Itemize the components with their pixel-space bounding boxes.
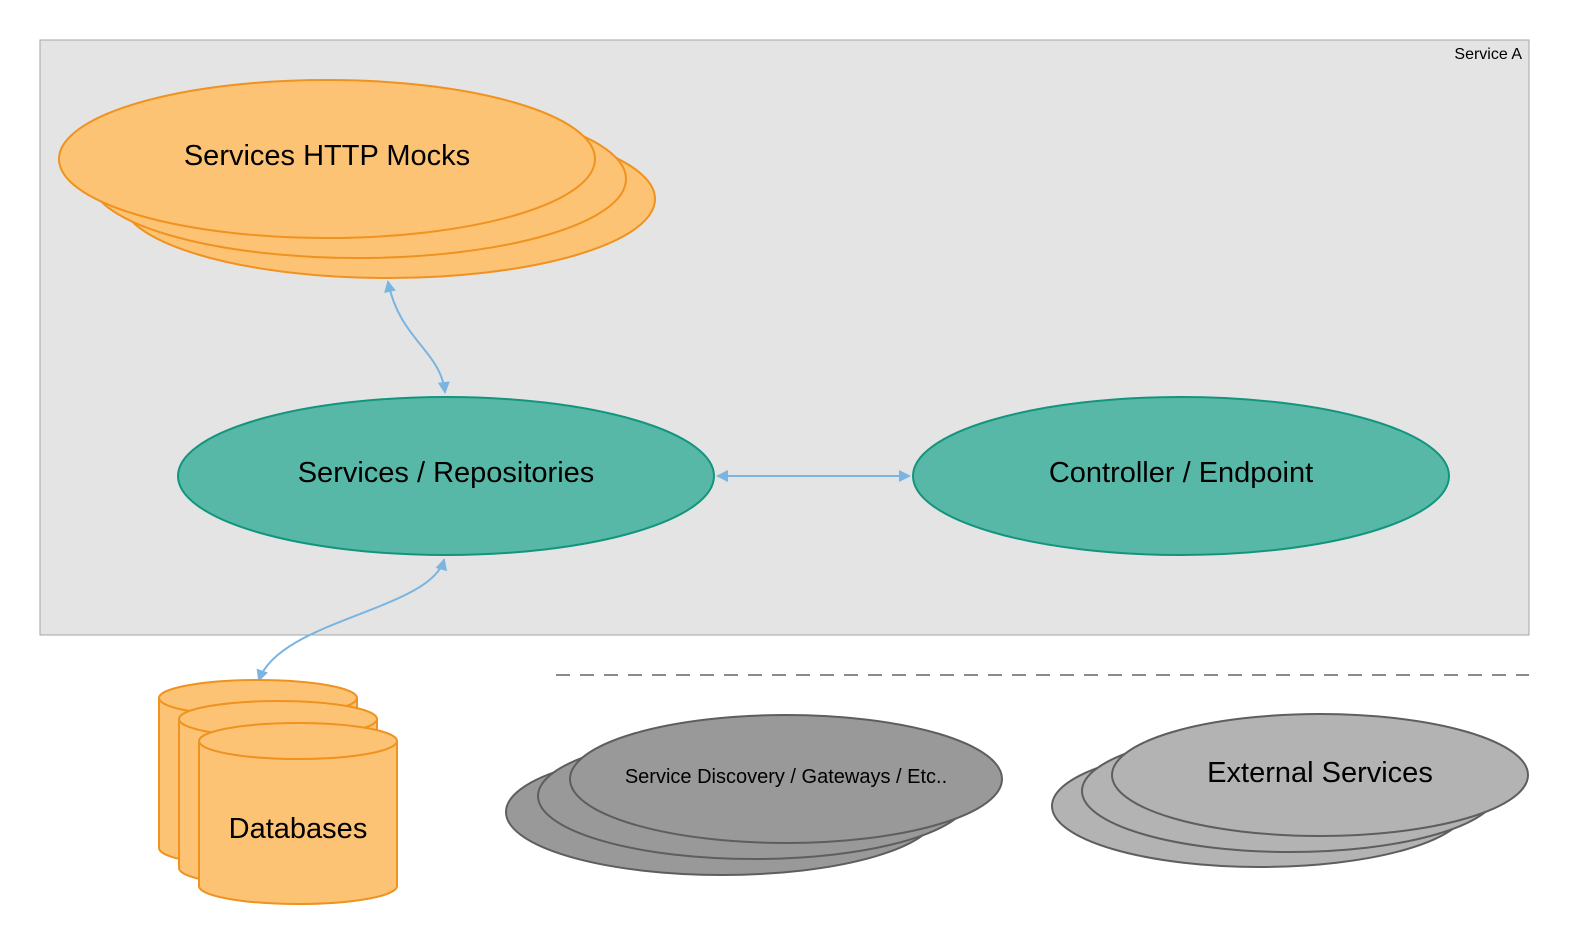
databases-label: Databases	[229, 813, 368, 845]
database-cylinder-front	[198, 722, 398, 905]
edge-services-databases[interactable]	[256, 558, 448, 682]
controller-endpoint-label: Controller / Endpoint	[1049, 457, 1313, 489]
service-a-label: Service A	[1454, 46, 1522, 63]
http-mocks-label: Services HTTP Mocks	[184, 140, 470, 172]
service-discovery-label: Service Discovery / Gateways / Etc..	[625, 766, 947, 788]
http-mocks-node[interactable]: Services HTTP Mocks	[58, 79, 656, 279]
external-services-label: External Services	[1207, 757, 1433, 789]
services-repositories-label: Services / Repositories	[298, 457, 595, 489]
external-services-stack-front	[1111, 713, 1529, 837]
controller-endpoint-shape	[912, 396, 1450, 556]
services-repositories-node[interactable]: Services / Repositories	[177, 396, 715, 556]
controller-endpoint-node[interactable]: Controller / Endpoint	[912, 396, 1450, 556]
edge-http-mocks-services[interactable]	[384, 280, 450, 394]
databases-node[interactable]: Databases	[158, 679, 398, 905]
service-discovery-node[interactable]: Service Discovery / Gateways / Etc..	[505, 714, 1003, 876]
http-mocks-stack-front	[58, 79, 596, 239]
services-repositories-shape	[177, 396, 715, 556]
service-discovery-stack-front	[569, 714, 1003, 844]
external-services-node[interactable]: External Services	[1051, 713, 1529, 868]
